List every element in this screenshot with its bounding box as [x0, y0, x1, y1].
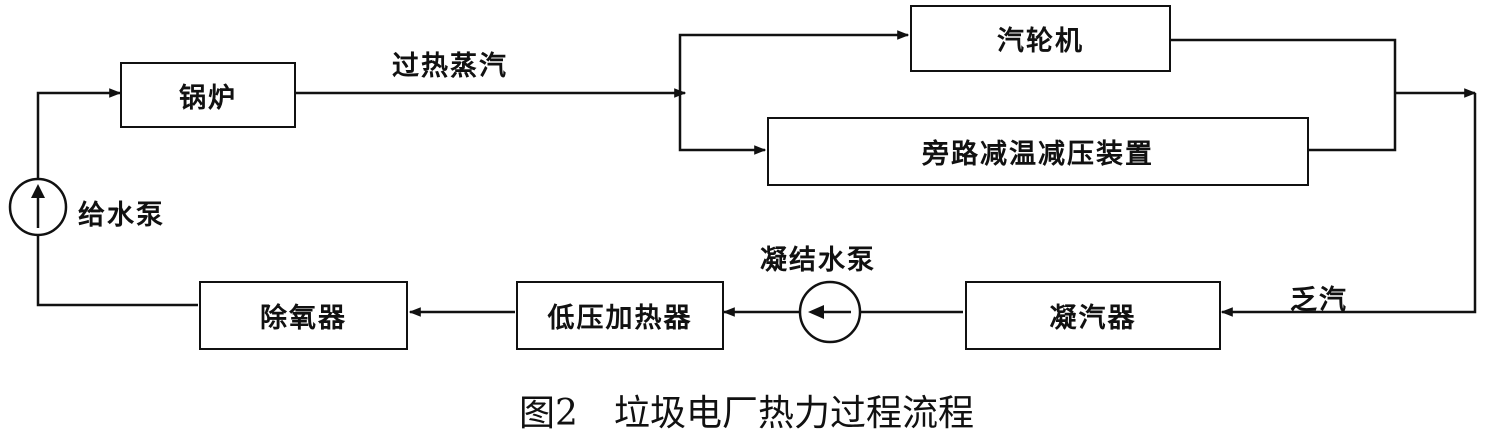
bypass-box: 旁路减温减压装置 — [767, 117, 1309, 186]
condensate-pump-icon — [798, 280, 862, 344]
lp-heater-label: 低压加热器 — [547, 303, 693, 334]
feed-water-pump-label: 给水泵 — [78, 200, 165, 231]
feedpump-to-boiler-line — [36, 88, 122, 180]
figure-caption: 图2 垃圾电厂热力过程流程 — [519, 393, 974, 434]
exhaust-steam-label: 乏汽 — [1290, 285, 1348, 316]
lp-heater-box: 低压加热器 — [516, 281, 724, 350]
deaerator-to-feedpump-line — [36, 235, 198, 307]
turbine-box: 汽轮机 — [910, 5, 1171, 72]
condensate-pump-label: 凝结水泵 — [760, 245, 876, 276]
bypass-label: 旁路减温减压装置 — [922, 139, 1154, 170]
condenser-label: 凝汽器 — [1049, 303, 1137, 334]
boiler-label: 锅炉 — [179, 82, 237, 114]
superheated-steam-label: 过热蒸汽 — [392, 51, 508, 82]
boiler-box: 锅炉 — [120, 62, 296, 128]
condenser-box: 凝汽器 — [965, 281, 1221, 350]
deaerator-box: 除氧器 — [199, 281, 408, 350]
feed-water-pump-icon — [8, 177, 68, 237]
turbine-exhaust-line — [1170, 38, 1397, 152]
turbine-label: 汽轮机 — [997, 26, 1084, 57]
branch-to-turbine-line — [678, 30, 910, 93]
branch-to-bypass-line — [678, 93, 767, 155]
deaerator-label: 除氧器 — [260, 303, 347, 334]
exhaust-steam-line — [1220, 93, 1477, 317]
